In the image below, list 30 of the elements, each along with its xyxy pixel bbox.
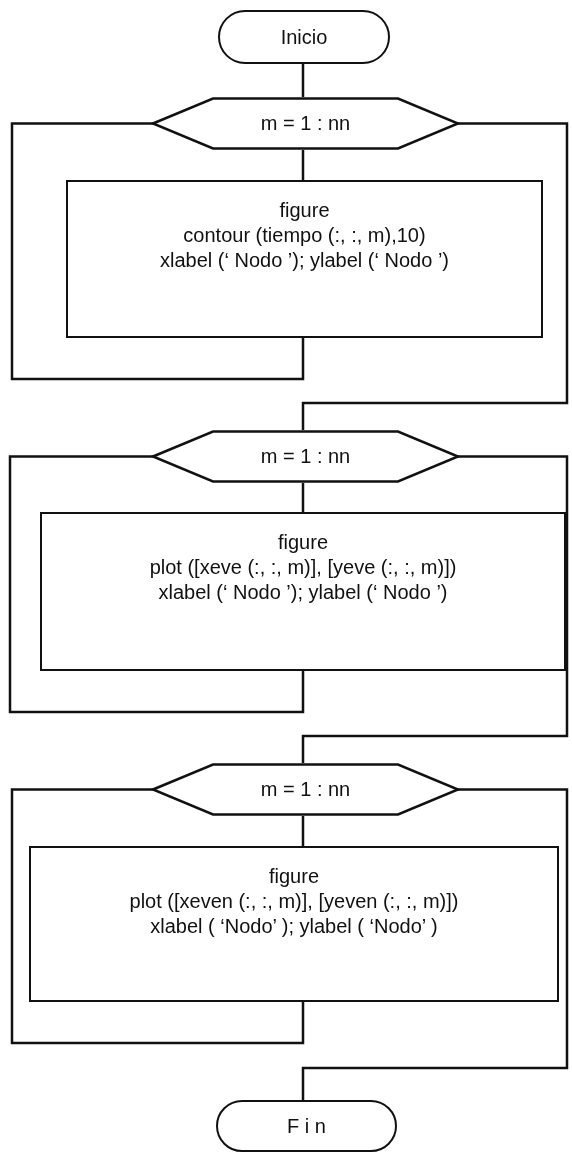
node-text: figure: [269, 864, 319, 889]
node-text: figure: [278, 530, 328, 555]
loop-hexagon: [153, 430, 458, 483]
node-text: m = 1 : nn: [260, 777, 351, 802]
node-text: xlabel ( ‘Nodo’ ); ylabel ( ‘Nodo’ ): [150, 914, 438, 939]
process-box: [29, 846, 559, 1002]
node-text: m = 1 : nn: [260, 111, 351, 136]
loop-hexagon: [153, 97, 458, 150]
node-text: figure: [279, 198, 330, 223]
node-text: xlabel (‘ Nodo ’); ylabel (‘ Nodo ’): [158, 580, 448, 605]
process-box: [40, 512, 566, 671]
process-box: [66, 180, 543, 338]
connector-line: [301, 788, 569, 1100]
node-text: contour (tiempo (:, :, m),10): [183, 223, 426, 248]
node-text: m = 1 : nn: [260, 444, 351, 469]
connector-line: [301, 483, 305, 512]
node-text: plot ([xeven (:, :, m)], [yeven (:, :, m)]): [129, 889, 459, 914]
connector-line: [10, 122, 305, 381]
connector-line: [301, 455, 569, 763]
node-text: F i n: [287, 1113, 326, 1139]
loop-hexagon: [153, 763, 458, 816]
connector-line: [301, 122, 569, 430]
node-text: xlabel (‘ Nodo ’); ylabel (‘ Nodo ’): [160, 248, 449, 273]
connector-line: [301, 816, 305, 846]
connector-line: [301, 64, 305, 97]
connector-line: [10, 788, 305, 1045]
connector-line: [301, 150, 305, 180]
connector-line: [8, 455, 305, 714]
node-text: plot ([xeve (:, :, m)], [yeve (:, :, m)]): [149, 555, 457, 580]
node-text: Inicio: [280, 24, 328, 50]
